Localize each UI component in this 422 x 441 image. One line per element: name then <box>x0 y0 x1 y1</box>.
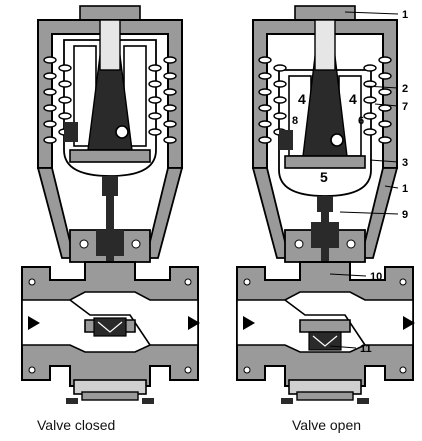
valve-open-figure <box>236 5 416 405</box>
label-4-right: 4 <box>349 91 357 107</box>
caption-valve-open: Valve open <box>292 417 362 433</box>
valve-closed-figure <box>21 5 201 405</box>
callout-7: 7 <box>402 101 408 113</box>
callout-2: 2 <box>402 83 408 95</box>
callout-10: 10 <box>370 271 382 283</box>
callout-3: 3 <box>402 157 408 169</box>
label-4-left: 4 <box>298 91 306 107</box>
label-6: 6 <box>358 115 364 127</box>
callout-1-top: 1 <box>402 9 408 21</box>
callout-leaders <box>329 11 399 349</box>
caption-valve-closed: Valve closed <box>37 417 116 433</box>
callout-11: 11 <box>360 343 372 355</box>
callout-9: 9 <box>402 209 408 221</box>
label-5: 5 <box>320 169 328 185</box>
callout-1-lower: 1 <box>402 183 408 195</box>
label-8: 8 <box>292 115 298 127</box>
